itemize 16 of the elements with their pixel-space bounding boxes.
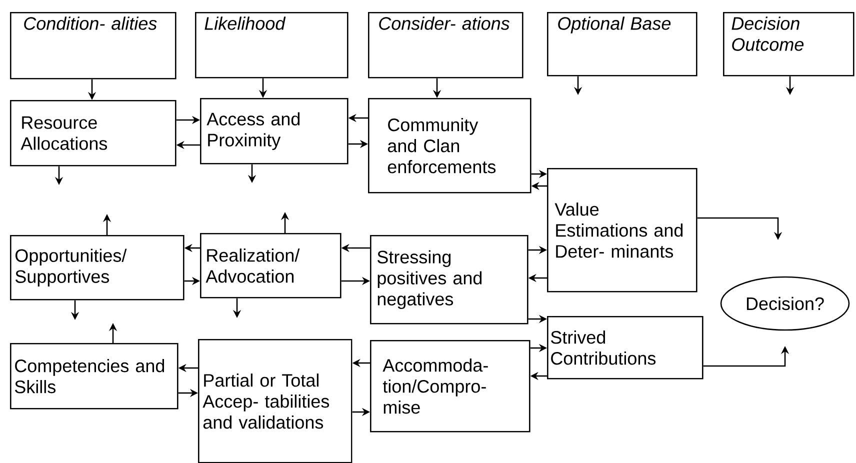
process-box: Partial or Total Accep- tabilities and validations <box>198 339 352 463</box>
process-box: Community and Clan enforcements <box>368 98 532 194</box>
process-box: Realization/ Advocation <box>200 233 342 298</box>
heading-box: Condition- alities <box>10 12 176 80</box>
heading-box: Optional Base <box>547 12 698 76</box>
process-box: Resource Allocations <box>10 100 176 166</box>
heading-box: Decision Outcome <box>723 12 854 76</box>
process-box: Access and Proximity <box>200 98 348 164</box>
heading-box: Consider- ations <box>368 12 524 78</box>
process-box: Stressing positives and negatives <box>370 235 528 324</box>
process-box: Value Estimations and Deter- minants <box>547 168 698 292</box>
heading-box: Likelihood <box>195 12 348 78</box>
process-box: Strived Contributions <box>547 316 704 380</box>
process-box: Opportunities/ Supportives <box>10 235 184 300</box>
process-box: Accommoda- tion/Compro- mise <box>370 340 530 432</box>
process-box: Competencies and Skills <box>10 343 178 410</box>
